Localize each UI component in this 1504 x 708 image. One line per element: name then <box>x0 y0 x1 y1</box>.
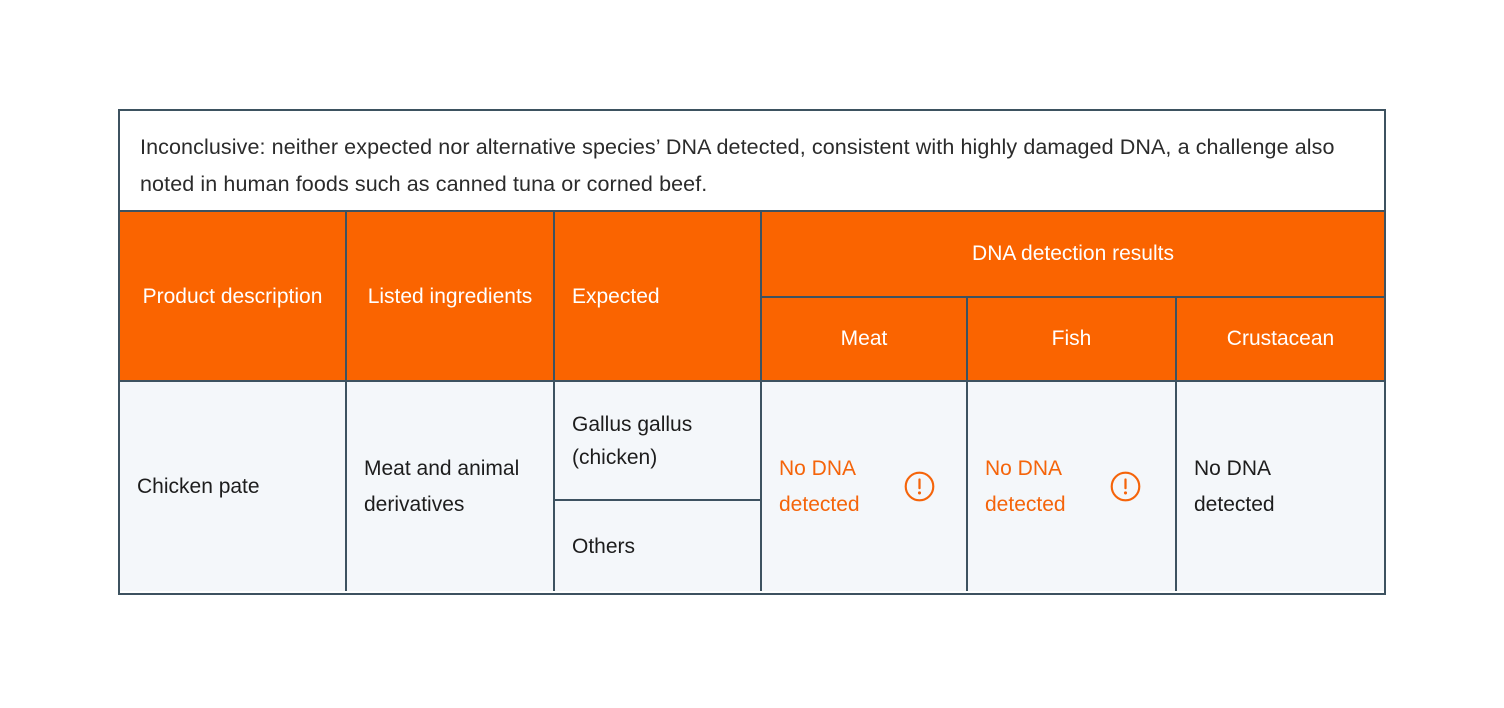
cell-result-crustacean: No DNA detected <box>1177 382 1384 591</box>
column-header-meat: Meat <box>762 298 968 380</box>
table-row: Chicken pate Meat and animal derivatives… <box>120 382 1384 591</box>
cell-listed-ingredients: Meat and animal derivatives <box>347 382 555 591</box>
result-crustacean-content: No DNA detected <box>1194 451 1294 523</box>
column-group-dna-detection-results: DNA detection results Meat Fish Crustace… <box>762 212 1384 380</box>
cell-expected-primary: Gallus gallus (chicken) <box>555 382 760 501</box>
cell-product-description: Chicken pate <box>120 382 347 591</box>
column-header-product-description: Product description <box>120 212 347 380</box>
table-header: Product description Listed ingredients E… <box>120 212 1384 382</box>
result-meat-content: No DNA detected <box>779 451 936 523</box>
cell-result-meat: No DNA detected <box>762 382 968 591</box>
result-meat-text: No DNA detected <box>779 456 860 516</box>
dna-detection-results-table: Inconclusive: neither expected nor alter… <box>118 109 1386 595</box>
cell-expected-secondary: Others <box>572 534 636 558</box>
column-header-listed-ingredients: Listed ingredients <box>347 212 555 380</box>
column-header-fish: Fish <box>968 298 1177 380</box>
column-group-title: DNA detection results <box>762 212 1384 298</box>
cell-result-fish: No DNA detected <box>968 382 1177 591</box>
result-fish-content: No DNA detected <box>985 451 1142 523</box>
result-crustacean-text: No DNA detected <box>1194 456 1275 516</box>
result-fish-text: No DNA detected <box>985 456 1066 516</box>
column-header-crustacean: Crustacean <box>1226 327 1335 350</box>
alert-circle-icon <box>904 471 935 502</box>
column-header-expected: Expected <box>555 212 762 380</box>
column-subheaders: Meat Fish Crustacean <box>762 298 1384 380</box>
alert-circle-icon <box>1110 471 1141 502</box>
inconclusive-banner: Inconclusive: neither expected nor alter… <box>120 111 1384 212</box>
cell-expected: Gallus gallus (chicken) Others <box>555 382 762 591</box>
banner-text: Inconclusive: neither expected nor alter… <box>140 135 1335 196</box>
